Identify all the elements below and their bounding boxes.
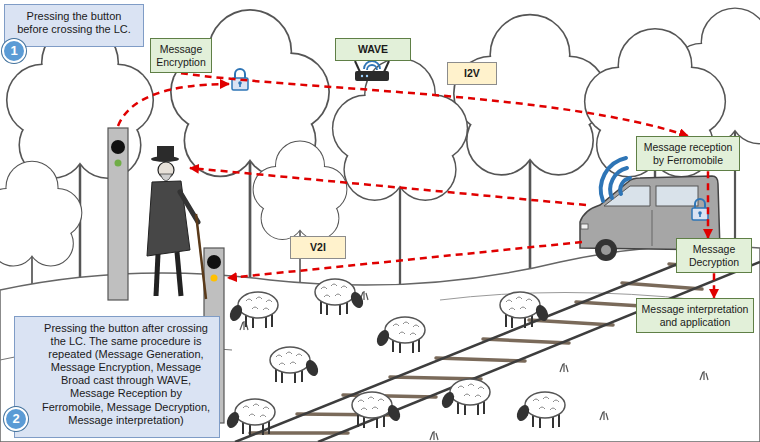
box-text: Pressing the button before crossing the … xyxy=(11,10,137,36)
channel-label-box: V2I xyxy=(290,236,346,259)
process-box: Message interpretation and application xyxy=(636,298,754,333)
step-note-box: Pressing the button after crossing the L… xyxy=(14,316,220,439)
box-text: Message reception by Ferromobile xyxy=(641,141,735,166)
callout-digit: 2 xyxy=(6,409,26,429)
box-text: I2V xyxy=(452,67,492,80)
box-text: Message Decryption xyxy=(681,243,747,268)
protocol-box: WAVE xyxy=(335,38,411,61)
box-text: Pressing the button after crossing the L… xyxy=(39,322,213,428)
step-note-box: Pressing the button before crossing the … xyxy=(4,4,144,47)
callout-number: 2 xyxy=(4,407,28,431)
box-text: Message Encryption xyxy=(155,43,207,68)
signal-arrow xyxy=(713,273,716,298)
box-text: WAVE xyxy=(340,43,406,56)
channel-label-box: I2V xyxy=(447,62,497,85)
signal-arrow xyxy=(707,171,710,238)
box-text: V2I xyxy=(295,241,341,254)
process-box: Message Encryption xyxy=(150,38,212,73)
callout-number: 1 xyxy=(2,39,26,63)
callout-digit: 1 xyxy=(4,41,24,61)
process-box: Message reception by Ferromobile xyxy=(636,136,740,171)
process-box: Message Decryption xyxy=(676,238,752,273)
box-text: Message interpretation and application xyxy=(641,303,749,328)
signal-arrow xyxy=(181,73,688,136)
